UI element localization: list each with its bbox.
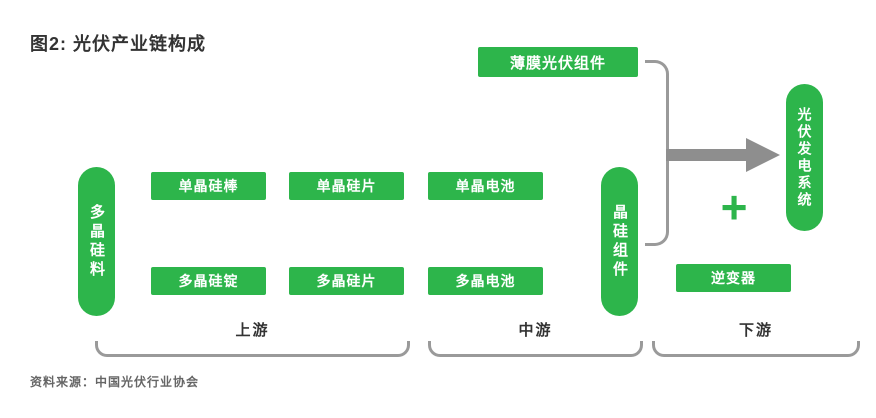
box-mono-wafer: 单晶硅片 (289, 172, 404, 200)
box-thin-film-module: 薄膜光伏组件 (478, 47, 638, 77)
stage-brace-upstream (95, 341, 410, 357)
box-mono-cell: 单晶电池 (428, 172, 543, 200)
stage-label-upstream: 上游 (235, 322, 270, 339)
box-silicon-material-label: 多晶硅料 (88, 203, 105, 280)
stage-brace-midstream (428, 341, 643, 357)
box-poly-ingot: 多晶硅锭 (151, 267, 266, 295)
stage-label-midstream: 中游 (518, 322, 553, 339)
box-poly-cell: 多晶电池 (428, 267, 543, 295)
source-note: 资料来源：中国光伏行业协会 (30, 375, 200, 389)
box-crystalline-module: 晶硅组件 (601, 167, 638, 316)
plus-icon: + (720, 181, 748, 233)
stage-label-downstream: 下游 (738, 322, 773, 339)
figure-title: 图2: 光伏产业链构成 (30, 34, 207, 54)
box-crystalline-module-label: 晶硅组件 (611, 203, 628, 280)
arrow-icon (666, 138, 780, 172)
box-silicon-material: 多晶硅料 (78, 167, 115, 316)
box-pv-system: 光伏发电系统 (786, 84, 823, 231)
box-inverter: 逆变器 (676, 264, 791, 292)
box-poly-wafer: 多晶硅片 (289, 267, 404, 295)
box-mono-rod: 单晶硅棒 (151, 172, 266, 200)
stage-brace-downstream (652, 341, 860, 357)
box-pv-system-label: 光伏发电系统 (796, 106, 813, 209)
